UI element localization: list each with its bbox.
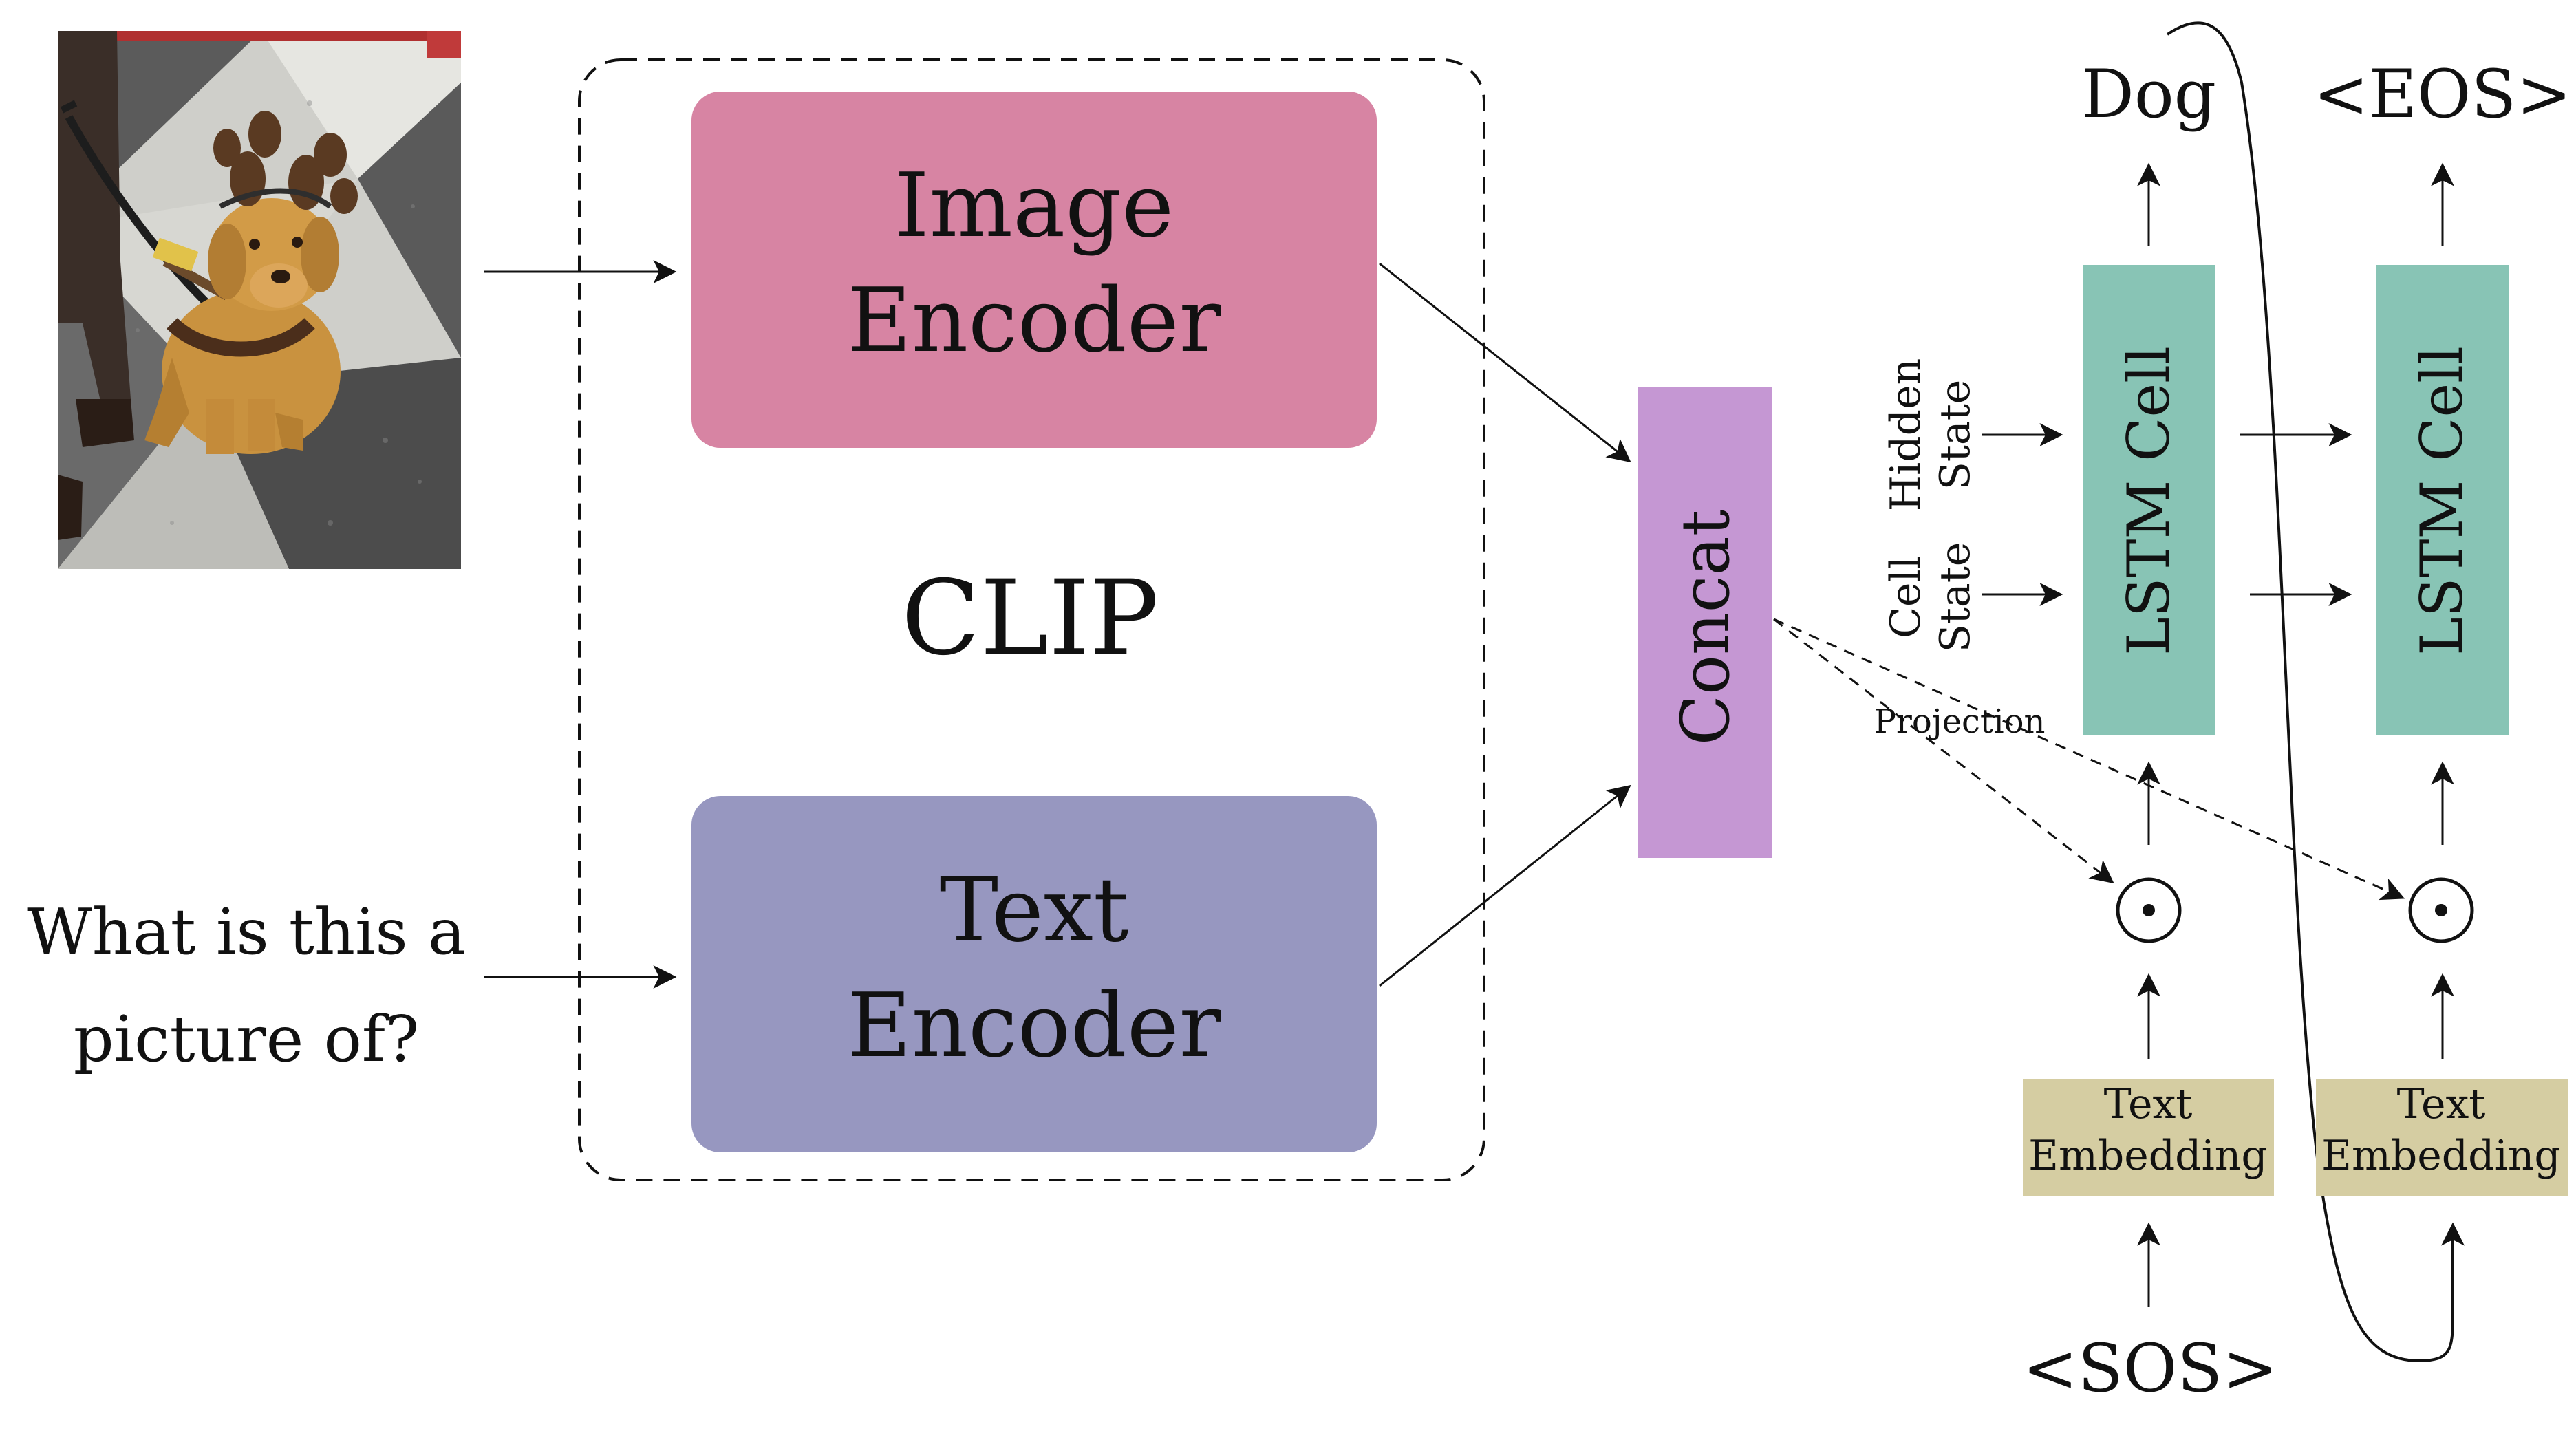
- image-encoder-label-2: Encoder: [847, 270, 1221, 372]
- lstm-cell-1-label: LSTM Cell: [2115, 346, 2182, 656]
- cell-state-label-2: State: [1931, 542, 1979, 653]
- hadamard-op-1: [2116, 877, 2182, 943]
- concat-box: [1638, 387, 1772, 858]
- hadamard-op-2: [2408, 877, 2474, 943]
- lstm-cell-2: [2376, 265, 2509, 735]
- text-embedding-2-label-1: Text: [2397, 1080, 2486, 1128]
- clip-label: CLIP: [901, 559, 1159, 678]
- input-token-1: <SOS>: [2022, 1330, 2277, 1407]
- text-embedding-1-label-2: Embedding: [2028, 1132, 2268, 1180]
- text-embedding-2: [2316, 1079, 2568, 1196]
- text-encoder-label-2: Encoder: [847, 975, 1221, 1077]
- hadamard-op-1-dot: [2143, 904, 2155, 916]
- question-line-1: What is this a: [27, 895, 466, 969]
- lstm-cell-2-label: LSTM Cell: [2408, 346, 2476, 656]
- text-to-concat-arrow: [1379, 784, 1631, 987]
- image-encoder-box: [691, 92, 1377, 448]
- lstm-cell-1: [2083, 265, 2215, 735]
- question-line-2: picture of?: [74, 1002, 420, 1076]
- hidden-state-label-1: Hidden: [1882, 358, 1930, 511]
- text-embedding-1-label-1: Text: [2104, 1080, 2193, 1128]
- cell-state-label-1: Cell: [1882, 556, 1930, 638]
- image-to-concat-arrow: [1379, 262, 1631, 463]
- text-encoder-label-1: Text: [940, 859, 1129, 962]
- dog-photo-icon: [58, 31, 461, 569]
- image-encoder-label-1: Image: [894, 155, 1174, 257]
- output-token-2: <EOS>: [2313, 56, 2571, 133]
- clip-boundary: [578, 58, 1485, 1181]
- output-token-1: Dog: [2081, 56, 2216, 133]
- projection-line-1: [1773, 618, 2114, 884]
- hidden-state-label-2: State: [1931, 380, 1979, 491]
- projection-label: Projection: [1874, 702, 2046, 741]
- feedback-curve: [2166, 21, 2465, 1363]
- hadamard-op-2-dot: [2435, 904, 2447, 916]
- text-embedding-1: [2023, 1079, 2274, 1196]
- text-encoder-box: [691, 796, 1377, 1152]
- concat-label: Concat: [1667, 510, 1744, 746]
- text-embedding-2-label-2: Embedding: [2321, 1132, 2561, 1180]
